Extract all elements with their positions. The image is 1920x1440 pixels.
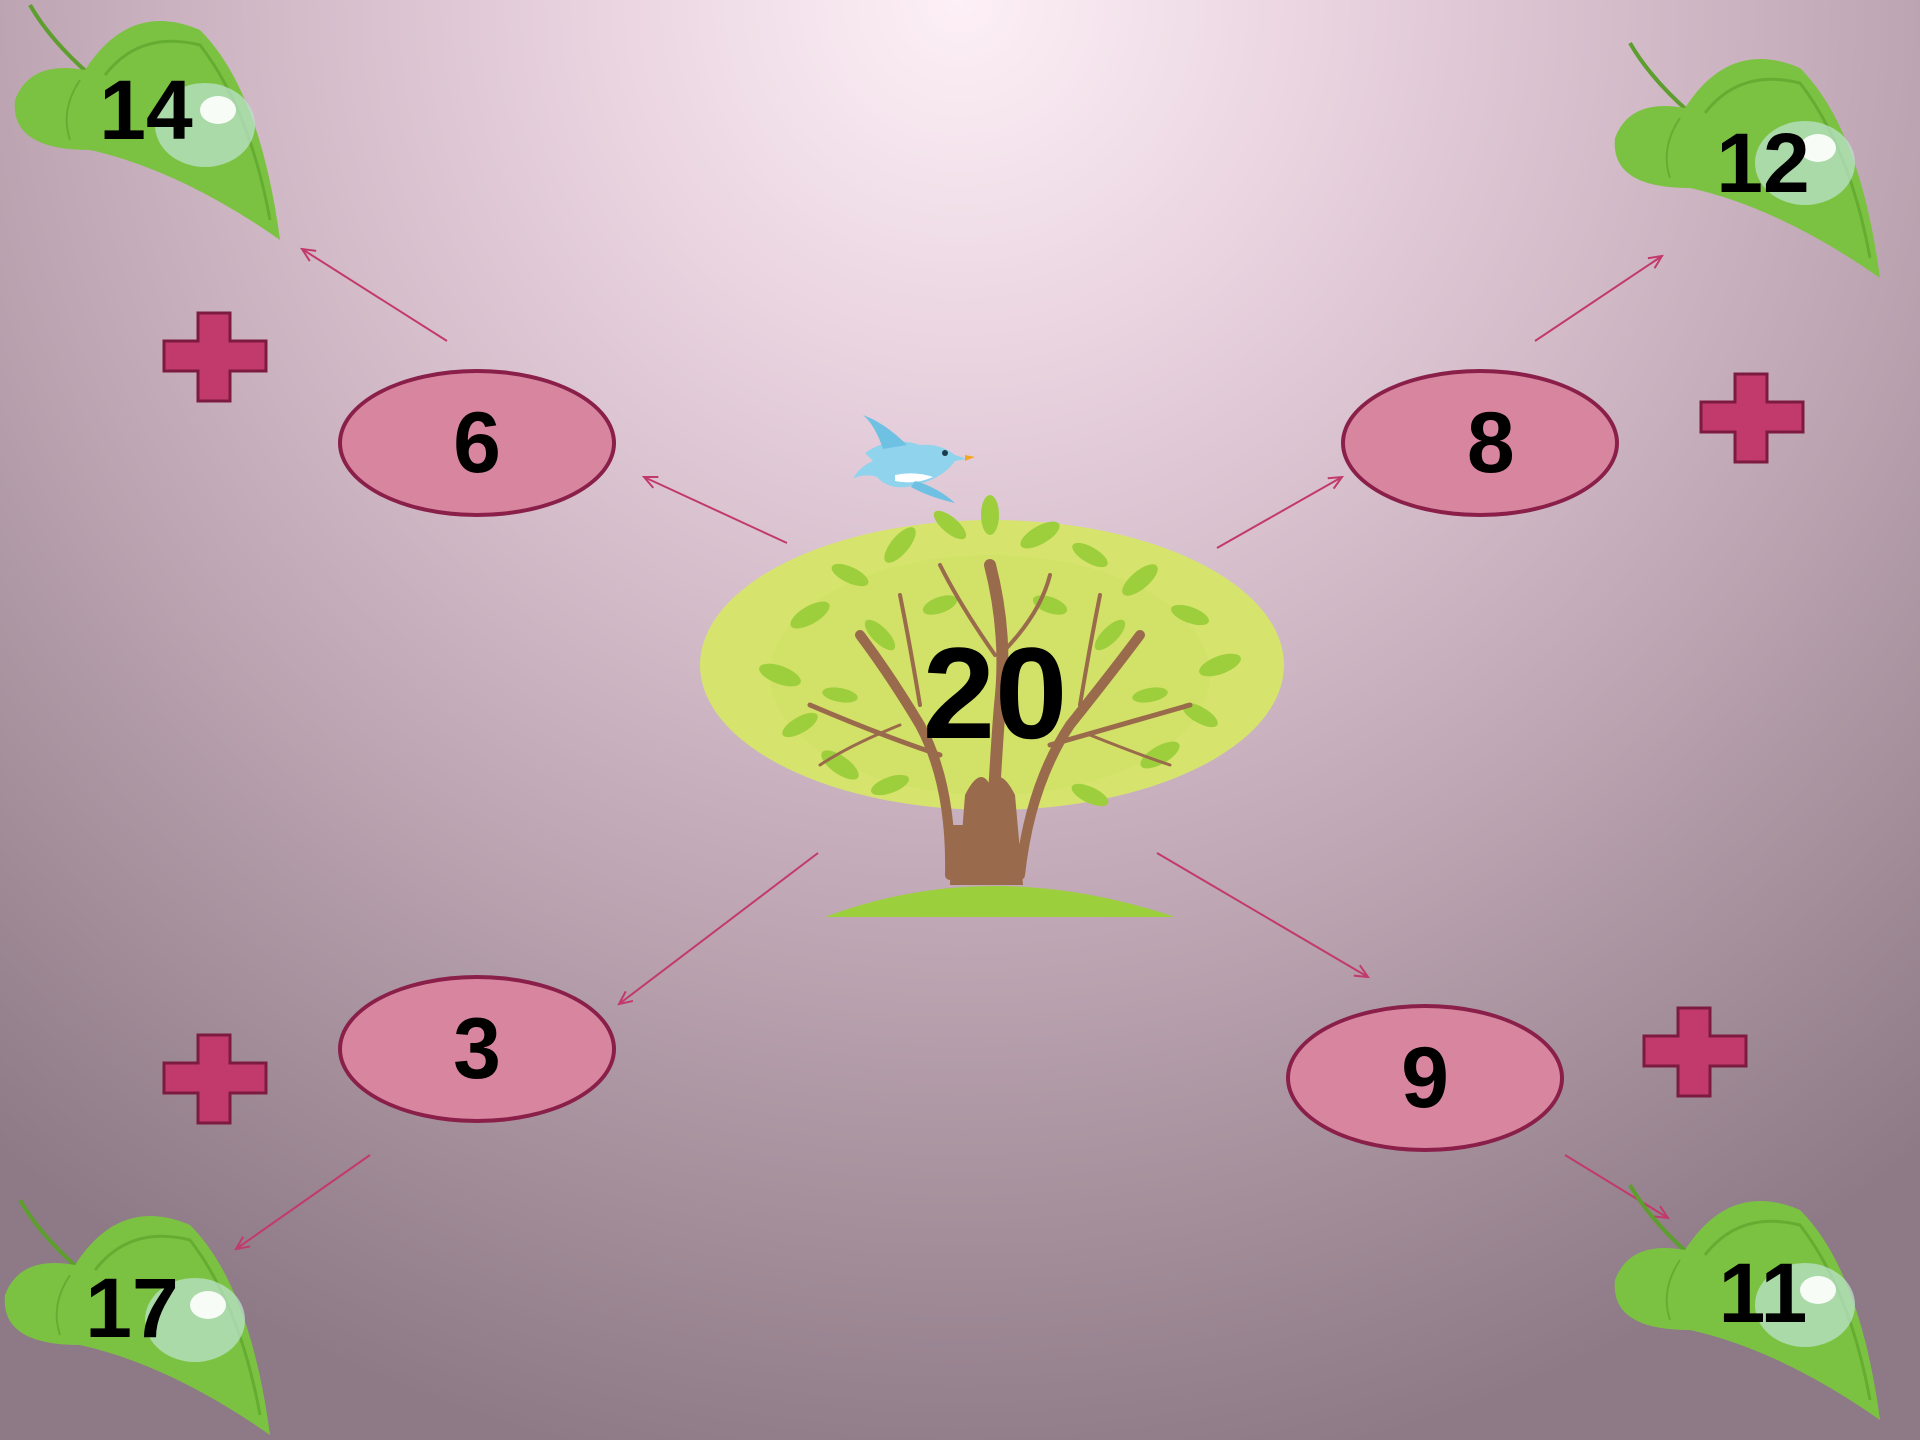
plus-icon bbox=[162, 1033, 268, 1125]
leaf-bottom-left-number: 17 bbox=[85, 1261, 179, 1355]
oval-top-right: 8 bbox=[1341, 369, 1619, 517]
arrow-center-to-top-right bbox=[1216, 477, 1342, 549]
arrow-oval-to-leaf-top-left bbox=[302, 249, 448, 342]
plus-icon bbox=[1699, 372, 1805, 464]
arrow-oval-to-leaf-bottom-right bbox=[1564, 1154, 1668, 1218]
oval-top-right-number: 8 bbox=[1466, 395, 1515, 491]
oval-top-left: 6 bbox=[338, 369, 616, 517]
oval-bottom-left-number: 3 bbox=[453, 1001, 501, 1097]
tree-icon bbox=[700, 415, 1284, 917]
plus-icon bbox=[162, 311, 268, 403]
leaf-bottom-right-number: 11 bbox=[1718, 1246, 1808, 1340]
bird-icon bbox=[853, 415, 975, 503]
arrow-center-to-bottom-right bbox=[1156, 852, 1368, 977]
arrow-oval-to-leaf-top-right bbox=[1534, 256, 1662, 342]
arrow-oval-to-leaf-bottom-left bbox=[236, 1154, 371, 1249]
oval-bottom-right: 9 bbox=[1286, 1004, 1564, 1152]
leaf-icon bbox=[14, 4, 281, 240]
plus-icon bbox=[1642, 1006, 1748, 1098]
arrow-center-to-top-left bbox=[644, 477, 788, 544]
center-number: 20 bbox=[922, 620, 1068, 766]
leaf-top-right-number: 12 bbox=[1716, 116, 1810, 210]
oval-bottom-left: 3 bbox=[338, 975, 616, 1123]
arrow-center-to-bottom-left bbox=[619, 852, 819, 1004]
leaf-icon bbox=[4, 1199, 271, 1435]
oval-bottom-right-number: 9 bbox=[1401, 1030, 1449, 1126]
oval-top-left-number: 6 bbox=[453, 395, 501, 491]
leaf-icon bbox=[1614, 42, 1880, 278]
leaf-top-left-number: 14 bbox=[99, 63, 193, 157]
leaf-icon bbox=[1614, 1184, 1880, 1420]
